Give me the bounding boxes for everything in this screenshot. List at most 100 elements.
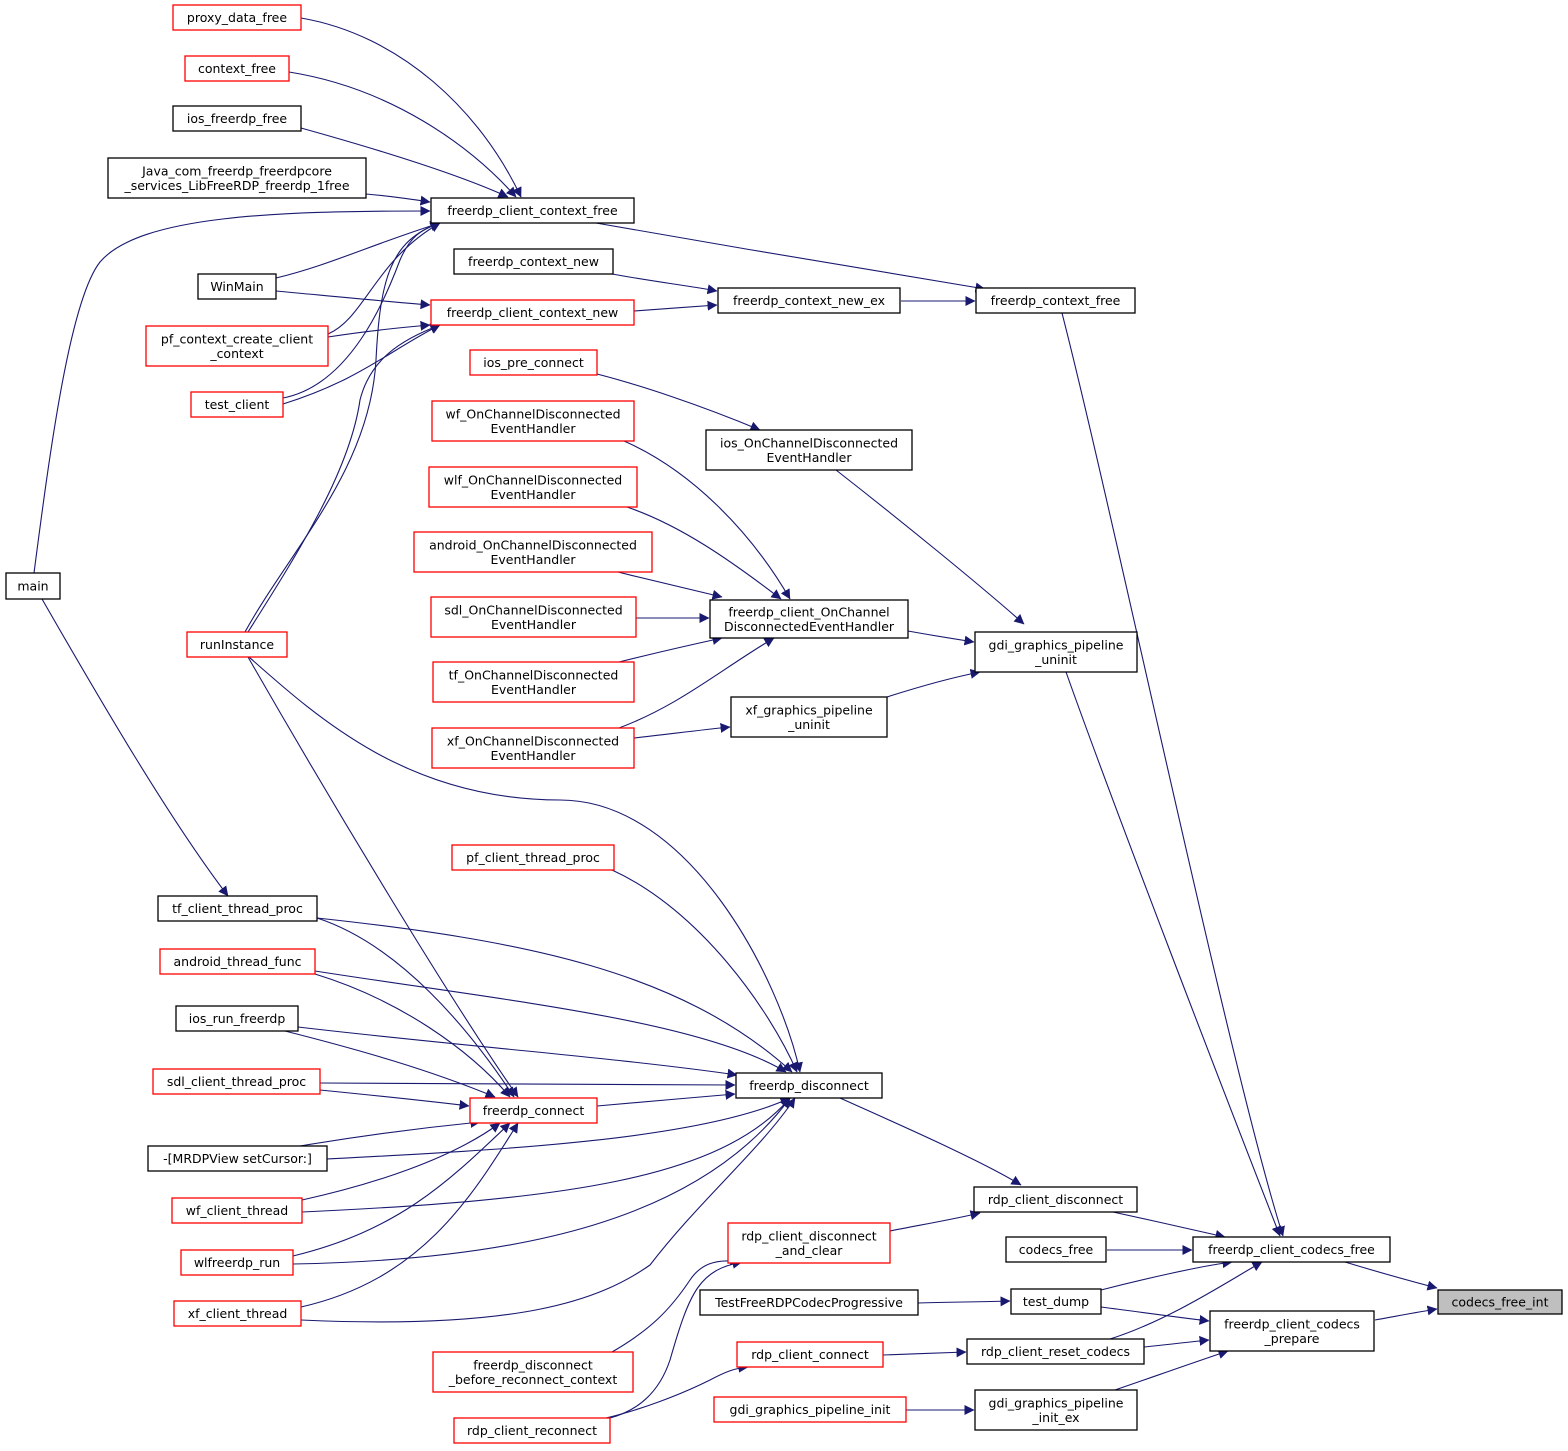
node-WinMain[interactable]: WinMain	[197, 273, 277, 300]
node-freerdp_context_new[interactable]: freerdp_context_new	[453, 248, 614, 275]
node-freerdp_client_context_free[interactable]: freerdp_client_context_free	[430, 197, 635, 224]
node-freerdp_context_free[interactable]: freerdp_context_free	[975, 287, 1136, 314]
node-TestFreeRDPCodecProgressive[interactable]: TestFreeRDPCodecProgressive	[699, 1289, 919, 1316]
node-label: rdp_client_reset_codecs	[981, 1344, 1130, 1359]
edge-rdp_client_disconnect-to-freerdp_client_codecs_free	[1112, 1211, 1226, 1240]
edge-android_thread_func-to-freerdp_connect	[314, 973, 511, 1098]
node-gdi_graphics_pipeline_uninit[interactable]: gdi_graphics_pipeline_uninit	[974, 631, 1138, 673]
node-freerdp_client_context_new[interactable]: freerdp_client_context_new	[430, 299, 635, 326]
node-pf_client_thread_proc[interactable]: pf_client_thread_proc	[451, 844, 615, 871]
node-label: wlfreerdp_run	[194, 1255, 280, 1270]
node-xf_client_thread[interactable]: xf_client_thread	[173, 1300, 302, 1327]
node-freerdp_disconnect_before_reconnect_context[interactable]: freerdp_disconnect_before_reconnect_cont…	[432, 1351, 634, 1393]
node-rdp_client_reset_codecs[interactable]: rdp_client_reset_codecs	[966, 1338, 1145, 1365]
node-rdp_client_disconnect[interactable]: rdp_client_disconnect	[973, 1186, 1138, 1213]
node-wf_client_thread[interactable]: wf_client_thread	[171, 1197, 303, 1224]
node-ios_run_freerdp[interactable]: ios_run_freerdp	[175, 1005, 299, 1032]
node-codecs_free_int[interactable]: codecs_free_int	[1437, 1289, 1563, 1315]
node-label: freerdp_client_context_free	[447, 203, 618, 218]
edge-rdp_client_connect-to-rdp_client_reset_codecs	[882, 1347, 967, 1358]
node-label: codecs_free	[1019, 1242, 1094, 1257]
edge-freerdp_context_free-to-freerdp_client_codecs_free	[1061, 312, 1285, 1237]
edge-wlfreerdp_run-to-freerdp_connect	[292, 1122, 511, 1257]
node-test_dump[interactable]: test_dump	[1010, 1288, 1102, 1315]
edge-ios_run_freerdp-to-freerdp_disconnect	[297, 1026, 738, 1079]
node-label: proxy_data_free	[187, 10, 287, 25]
node-label: ios_freerdp_free	[187, 111, 288, 126]
edge-context_free-to-freerdp_client_context_free	[288, 71, 517, 198]
edge-pf_context_create_client_context-to-freerdp_client_context_free	[327, 222, 441, 335]
node-label: test_dump	[1023, 1294, 1089, 1309]
node-label: _services_LibFreeRDP_freerdp_1free	[123, 178, 349, 193]
node-rdp_client_disconnect_and_clear[interactable]: rdp_client_disconnect_and_clear	[727, 1222, 891, 1264]
edge-android_thread_func-to-freerdp_disconnect	[314, 970, 787, 1073]
node-gdi_graphics_pipeline_init_ex[interactable]: gdi_graphics_pipeline_init_ex	[974, 1389, 1138, 1431]
edge-gdi_graphics_pipeline_init_ex-to-freerdp_client_codecs_prepare	[1114, 1349, 1229, 1391]
edge-MRDPView_setCursor-to-freerdp_connect	[299, 1117, 481, 1147]
node-label: EventHandler	[491, 617, 577, 632]
node-freerdp_client_OnChannelDisconnectedEventHandler[interactable]: freerdp_client_OnChannelDisconnectedEven…	[709, 599, 909, 639]
node-android_OnChannelDisconnectedEventHandler[interactable]: android_OnChannelDisconnectedEventHandle…	[413, 531, 653, 573]
node-freerdp_client_codecs_prepare[interactable]: freerdp_client_codecs_prepare	[1209, 1310, 1375, 1352]
node-label: main	[17, 579, 48, 594]
node-wlfreerdp_run[interactable]: wlfreerdp_run	[180, 1249, 294, 1276]
node-xf_graphics_pipeline_uninit[interactable]: xf_graphics_pipeline_uninit	[730, 696, 888, 738]
node-Java_free[interactable]: Java_com_freerdp_freerdpcore_services_Li…	[107, 157, 367, 199]
node-freerdp_connect[interactable]: freerdp_connect	[469, 1097, 598, 1124]
node-freerdp_context_new_ex[interactable]: freerdp_context_new_ex	[717, 287, 901, 314]
node-label: EventHandler	[766, 450, 852, 465]
edge-gdi_graphics_pipeline_uninit-to-freerdp_client_codecs_free	[1065, 671, 1282, 1237]
node-rdp_client_connect[interactable]: rdp_client_connect	[736, 1341, 884, 1368]
edge-ios_run_freerdp-to-freerdp_connect	[284, 1030, 496, 1098]
node-label: _before_reconnect_context	[448, 1372, 618, 1387]
node-label: wf_client_thread	[186, 1203, 288, 1218]
node-test_client[interactable]: test_client	[190, 391, 284, 418]
node-android_thread_func[interactable]: android_thread_func	[159, 948, 316, 975]
edge-freerdp_client_OnChannelDisconnectedEventHandler-to-gdi_graphics_pipeline_uninit	[907, 630, 975, 646]
node-ios_pre_connect[interactable]: ios_pre_connect	[469, 349, 598, 376]
edge-rdp_client_reset_codecs-to-freerdp_client_codecs_free	[1109, 1261, 1263, 1340]
node-rdp_client_reconnect[interactable]: rdp_client_reconnect	[453, 1417, 611, 1444]
node-tf_client_thread_proc[interactable]: tf_client_thread_proc	[157, 895, 318, 922]
node-gdi_graphics_pipeline_init[interactable]: gdi_graphics_pipeline_init	[713, 1396, 907, 1423]
node-label: freerdp_client_context_new	[447, 305, 618, 320]
edge-rdp_client_disconnect_and_clear-to-rdp_client_disconnect	[889, 1210, 981, 1232]
node-freerdp_client_codecs_free[interactable]: freerdp_client_codecs_free	[1192, 1236, 1391, 1263]
node-ios_freerdp_free[interactable]: ios_freerdp_free	[172, 105, 302, 132]
node-label: DisconnectedEventHandler	[724, 619, 895, 634]
node-label: tf_client_thread_proc	[172, 901, 303, 916]
edge-freerdp_client_context_free-to-freerdp_context_free	[595, 222, 986, 293]
edge-freerdp_connect-to-freerdp_disconnect	[596, 1089, 736, 1107]
node-MRDPView_setCursor[interactable]: -[MRDPView setCursor:]	[147, 1145, 328, 1172]
node-sdl_client_thread_proc[interactable]: sdl_client_thread_proc	[152, 1068, 321, 1095]
edge-freerdp_disconnect_before_reconnect_context-to-rdp_client_disconnect_and_clear	[611, 1255, 741, 1353]
node-context_free[interactable]: context_free	[184, 55, 290, 82]
node-label: EventHandler	[490, 552, 576, 567]
node-label: rdp_client_connect	[751, 1347, 869, 1362]
edge-test_client-to-freerdp_client_context_new	[282, 324, 441, 405]
node-label: xf_graphics_pipeline	[745, 702, 873, 717]
node-label: gdi_graphics_pipeline	[989, 1395, 1124, 1410]
node-label: android_thread_func	[173, 954, 301, 969]
node-codecs_free[interactable]: codecs_free	[1005, 1236, 1107, 1263]
node-pf_context_create_client_context[interactable]: pf_context_create_client_context	[145, 325, 329, 367]
edge-wlf_OnChannelDisconnectedEventHandler-to-freerdp_client_OnChannelDisconnectedEventHandler	[626, 506, 782, 600]
node-runInstance[interactable]: runInstance	[186, 631, 288, 658]
node-proxy_data_free[interactable]: proxy_data_free	[172, 4, 302, 31]
node-label: _prepare	[1264, 1331, 1320, 1346]
edge-rdp_client_reconnect-to-rdp_client_disconnect_and_clear	[609, 1258, 743, 1419]
node-main[interactable]: main	[5, 572, 61, 600]
edge-wlfreerdp_run-to-freerdp_disconnect	[292, 1097, 791, 1265]
node-label: freerdp_context_new_ex	[733, 293, 885, 308]
node-freerdp_disconnect[interactable]: freerdp_disconnect	[735, 1072, 883, 1099]
node-label: freerdp_client_codecs_free	[1208, 1242, 1375, 1257]
node-label: ios_pre_connect	[483, 355, 584, 370]
edge-wf_OnChannelDisconnectedEventHandler-to-freerdp_client_OnChannelDisconnectedEventHandler	[623, 440, 791, 600]
